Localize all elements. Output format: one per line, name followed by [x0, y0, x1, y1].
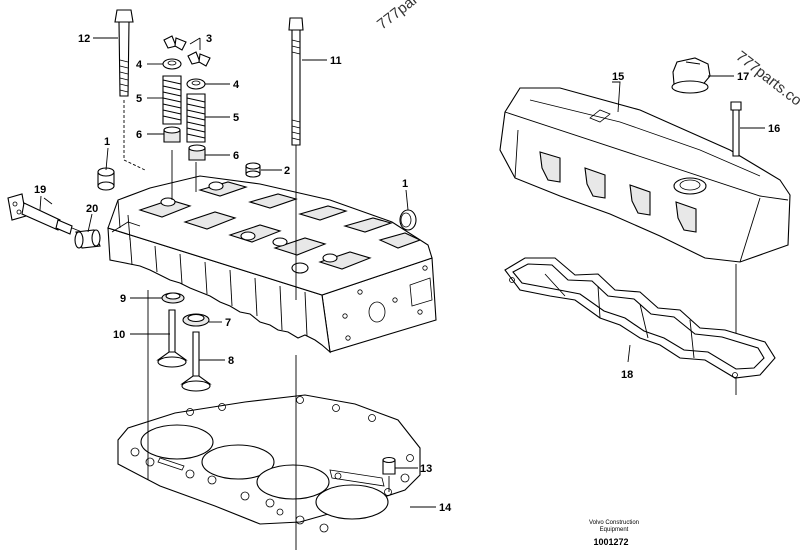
- callout-3: 3: [206, 33, 212, 45]
- stud-nut: [382, 456, 396, 492]
- callout-6-right: 6: [233, 150, 239, 162]
- callout-1-right: 1: [402, 178, 408, 190]
- exhaust-valve: [180, 331, 212, 392]
- valve-seal-left: [163, 126, 181, 143]
- drawing-number: 1001272: [593, 537, 628, 547]
- leader-lines: [39, 37, 765, 508]
- cylinder-head: [107, 175, 437, 354]
- callout-17: 17: [737, 71, 749, 83]
- valve-cover: [499, 87, 791, 263]
- watermark-top: 777parts.co: [374, 0, 446, 33]
- head-bolt-long: [114, 9, 146, 171]
- callout-8: 8: [228, 355, 234, 367]
- callout-19: 19: [34, 184, 46, 196]
- valve-spring-left: [162, 75, 182, 125]
- valve-seat-ring-9: [161, 292, 185, 304]
- callout-9: 9: [120, 293, 126, 305]
- valve-seal-right: [188, 144, 206, 161]
- callout-5-left: 5: [136, 93, 142, 105]
- callout-7: 7: [225, 317, 231, 329]
- callout-2: 2: [284, 165, 290, 177]
- injector-sleeve: [74, 229, 101, 249]
- valve-collets-left: [163, 35, 187, 51]
- callout-14: 14: [439, 502, 452, 514]
- callout-12: 12: [78, 33, 90, 45]
- spring-retainer-left: [162, 58, 182, 70]
- footer-company: Volvo Construction: [589, 520, 639, 526]
- callout-4-left: 4: [136, 59, 143, 71]
- callout-13: 13: [420, 463, 432, 475]
- head-bolt-center: [288, 17, 304, 550]
- head-gasket: [117, 394, 421, 533]
- callout-20: 20: [86, 203, 98, 215]
- dowel-sleeve-left: [97, 167, 115, 191]
- valve-seat-ring-7: [182, 313, 210, 327]
- callout-4-right: 4: [233, 79, 240, 91]
- callout-18: 18: [621, 369, 633, 381]
- callout-1-left: 1: [104, 136, 110, 148]
- callout-10: 10: [113, 329, 125, 341]
- dowel-sleeve-right: [399, 209, 417, 231]
- callout-16: 16: [768, 123, 780, 135]
- oil-filler-cap: [671, 57, 711, 94]
- callout-15: 15: [612, 71, 624, 83]
- injector: [7, 193, 83, 235]
- intake-valve: [156, 309, 188, 368]
- footer-division: Equipment: [600, 527, 629, 533]
- callout-5-right: 5: [233, 112, 239, 124]
- plug: [245, 162, 261, 178]
- callout-11: 11: [330, 55, 342, 67]
- valve-cover-gasket: [504, 257, 776, 379]
- spring-retainer-right: [186, 78, 206, 90]
- valve-collets-right: [187, 51, 211, 67]
- callout-6-left: 6: [136, 129, 142, 141]
- valve-spring-right: [186, 93, 206, 143]
